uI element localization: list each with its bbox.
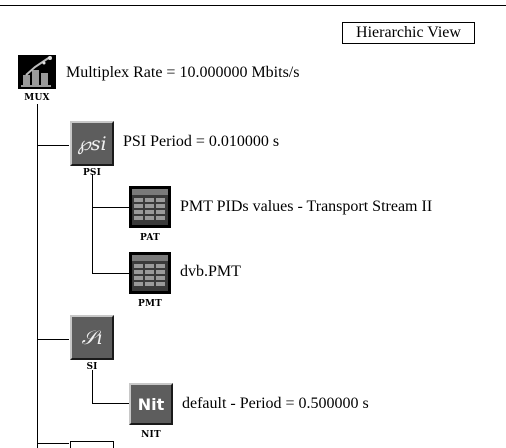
psi-caption: PSI [82, 168, 102, 178]
pat-description-text: PMT PIDs values - Transport Stream II [180, 198, 433, 215]
si-icon[interactable]: 𝒮ı [70, 315, 114, 360]
top-divider [0, 5, 506, 6]
pat-branch-line [92, 207, 129, 208]
si-branch-line [37, 339, 69, 340]
pat-caption: PAT [140, 233, 160, 243]
pmt-name-text: dvb.PMT [180, 263, 241, 280]
nit-period-text: default - Period = 0.500000 s [182, 395, 369, 412]
nit-branch-line [92, 403, 129, 404]
mux-caption: MUX [24, 93, 50, 103]
psi-icon[interactable]: ℘si [70, 121, 114, 166]
pmt-branch-line [92, 273, 129, 274]
mux-icon[interactable] [18, 55, 56, 89]
nit-caption: NIT [141, 430, 161, 440]
psi-child-trunk-line [92, 174, 93, 274]
psi-period-text: PSI Period = 0.010000 s [123, 133, 280, 150]
pat-table-icon[interactable] [129, 186, 171, 228]
next-node-icon-edge[interactable] [70, 441, 114, 448]
nit-icon[interactable]: Nit [129, 383, 173, 425]
si-caption: SI [86, 362, 98, 372]
pmt-table-icon[interactable] [129, 252, 171, 294]
tree-trunk-line [37, 104, 38, 448]
next-branch-line [37, 443, 69, 444]
mux-rate-text: Multiplex Rate = 10.000000 Mbits/s [66, 64, 300, 81]
pmt-caption: PMT [137, 299, 163, 309]
si-child-trunk-line [92, 370, 93, 403]
psi-branch-line [37, 145, 69, 146]
hierarchic-view-button[interactable]: Hierarchic View [342, 22, 475, 44]
